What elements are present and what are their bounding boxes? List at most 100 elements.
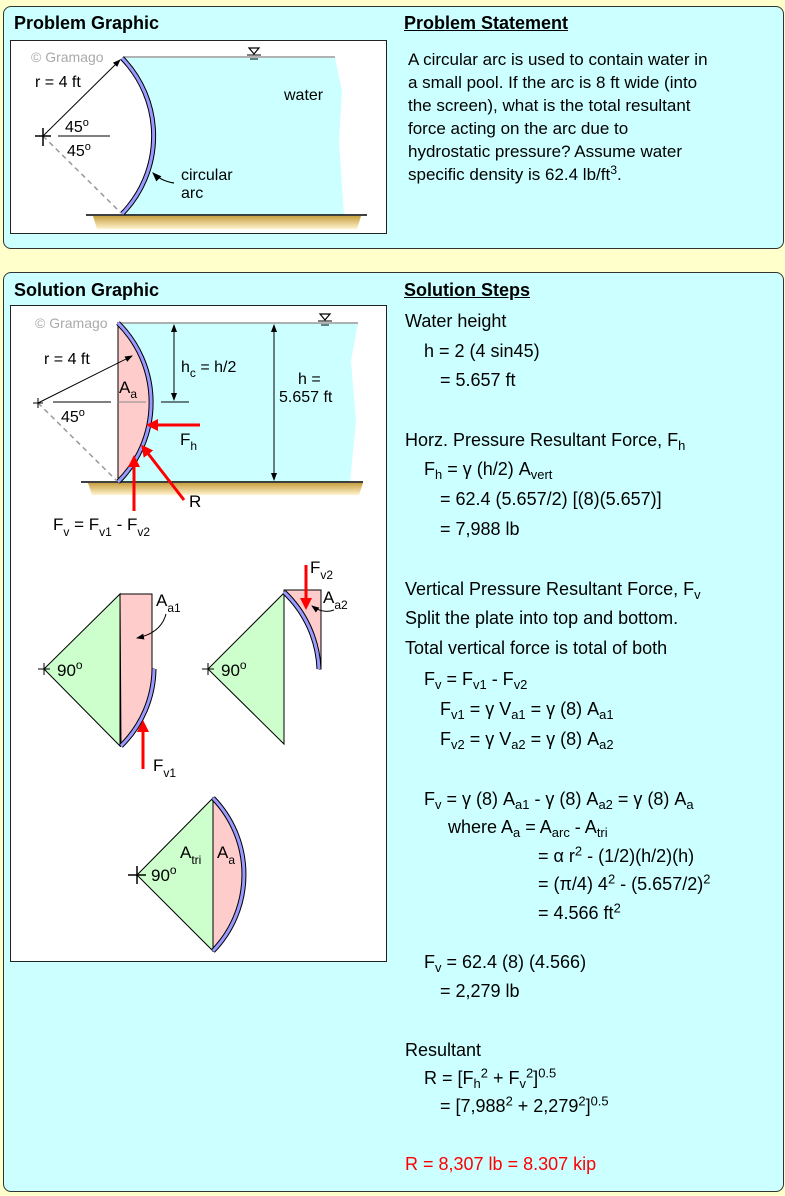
text-segment: F [440,729,451,749]
subscript-segment: a [686,796,694,812]
solution-step: Total vertical force is total of both [405,637,667,659]
solution-step: = 4.566 ft2 [538,902,621,924]
text-segment: ] [533,1068,539,1088]
center-cross-icon [33,398,43,408]
subscript-segment: v [519,1075,526,1091]
subscript-segment: a1 [599,706,614,722]
text-segment: = F [441,669,473,689]
radius-label: r = 4 ft [35,74,81,91]
center-cross-icon [38,663,50,675]
fv-equation-label: Fv = Fv1 - Fv2 [53,515,150,539]
subscript-segment: v [63,525,69,539]
problem-statement-title: Problem Statement [404,13,569,33]
text-segment: = 7,988 lb [440,519,520,539]
text-segment: Horz. Pressure Resultant Force, F [405,430,679,450]
problem-graphic: © Gramago r = 4 ft 45o 45o water circula… [10,40,387,234]
solution-step: Resultant [405,1039,481,1061]
subscript-segment: v2 [513,676,528,692]
supscript-segment: 0.5 [590,1093,609,1109]
text-segment: force acting on the arc due to [408,119,629,138]
problem-diagram: © Gramago r = 4 ft 45o 45o water circula… [31,47,367,229]
text-segment: the screen), what is the total resultant [408,96,691,115]
subscript-segment: v2 [451,736,465,752]
solution-step: R = [Fh2 + Fv2]0.5 [424,1065,557,1091]
solution-step: Vertical Pressure Resultant Force, Fv [405,578,701,602]
solution-step: Fv = γ (8) Aa1 - γ (8) Aa2 = γ (8) Aa [424,788,694,812]
r-force-arrow [141,444,186,501]
solution-step: where Aa = Aarc - Atri [448,816,608,839]
supscript-segment: 2 [525,1065,534,1081]
solution-step: Fv = 62.4 (8) (4.566) [424,951,587,974]
subscript-segment: v [694,586,701,602]
text-segment: + F [487,1068,520,1088]
svg-text:r = 4 ft: r = 4 ft [44,351,90,368]
text-segment: Split the plate into top and bottom. [405,608,679,628]
supscript-segment: 0.5 [538,1065,557,1081]
solution-step: Fh = γ (h/2) Avert [424,458,553,482]
subscript-segment: a1 [511,706,526,722]
text-segment: hydrostatic pressure? Assume water [408,142,683,161]
subscript-segment: v [435,796,442,812]
text-segment: F [424,459,435,479]
text-segment: = 62.4 (8) (4.566) [441,952,587,972]
radius-arrow [42,59,121,137]
text-segment: Resultant [405,1040,482,1060]
svg-text:Fv1: Fv1 [153,756,176,780]
water-label: water [283,87,324,104]
arc-label-2: arc [181,185,203,202]
text-segment: = γ (h/2) A [442,459,531,479]
svg-text:45o: 45o [65,117,89,136]
text-segment: F [424,952,435,972]
text-segment: Water height [405,311,507,331]
text-segment: h = 2 (4 sin45) [424,341,540,361]
text-segment: a small pool. If the arc is 8 ft wide (i… [408,73,698,92]
supscript-segment: 2 [607,871,616,887]
supscript-segment: 2 [574,843,583,859]
text-segment: F [53,515,63,534]
water-region [118,323,358,482]
subscript-segment: v1 [473,676,487,692]
subscript-segment: vert [530,466,553,482]
solution-diagram: © Gramago r = 4 ft 45o Aa hc = h/2 h = 5… [33,313,363,953]
text-segment: ] [585,1096,591,1116]
text-segment: - γ (8) A [529,789,599,809]
text-segment: specific density is 62.4 lb/ft [408,165,611,184]
svg-text:Aa1: Aa1 [156,591,181,615]
solution-graphic-title: Solution Graphic [14,280,160,300]
statement-line: hydrostatic pressure? Assume water [408,141,682,163]
text-segment: F [424,789,435,809]
svg-text:90o: 90o [221,658,247,680]
solution-step: = 62.4 (5.657/2) [(8)(5.657)] [440,488,662,510]
subscript-segment: v1 [99,525,112,539]
subscript-segment: a2 [511,736,526,752]
text-segment: = F [69,515,99,534]
water-level-icon [318,313,332,326]
svg-text:© Gramago: © Gramago [35,315,108,331]
solution-step: Fv2 = γ Va2 = γ (8) Aa2 [440,728,614,752]
svg-text:90o: 90o [57,658,83,680]
solution-step: Split the plate into top and bottom. [405,607,678,629]
solution-steps-title: Solution Steps [404,280,530,300]
solution-step: h = 2 (4 sin45) [424,340,540,362]
solution-step: Fv1 = γ Va1 = γ (8) Aa1 [440,698,614,722]
center-cross-icon [128,866,146,884]
text-segment: = γ V [464,699,512,719]
supscript-segment: 2 [578,1093,586,1109]
svg-text:45o: 45o [61,407,85,426]
center-cross-icon [35,128,51,146]
center-cross-icon [202,663,214,675]
svg-text:hc = h/2: hc = h/2 [181,359,236,380]
supscript-segment: 2 [613,900,621,916]
svg-text:R: R [189,492,201,511]
text-segment: = γ (8) A [612,789,687,809]
text-segment: = 5.657 ft [440,370,516,390]
text-segment: = 2,279 lb [440,981,520,1001]
text-segment: = (π/4) 4 [538,874,608,894]
solution-step: Fv = Fv1 - Fv2 [424,668,528,692]
svg-text:Aa2: Aa2 [323,588,348,612]
ground [88,483,363,495]
svg-text:Aa: Aa [217,843,235,867]
text-segment: - F [112,515,138,534]
text-segment: A circular arc is used to contain water … [408,50,708,69]
svg-text:Fh: Fh [180,430,197,453]
